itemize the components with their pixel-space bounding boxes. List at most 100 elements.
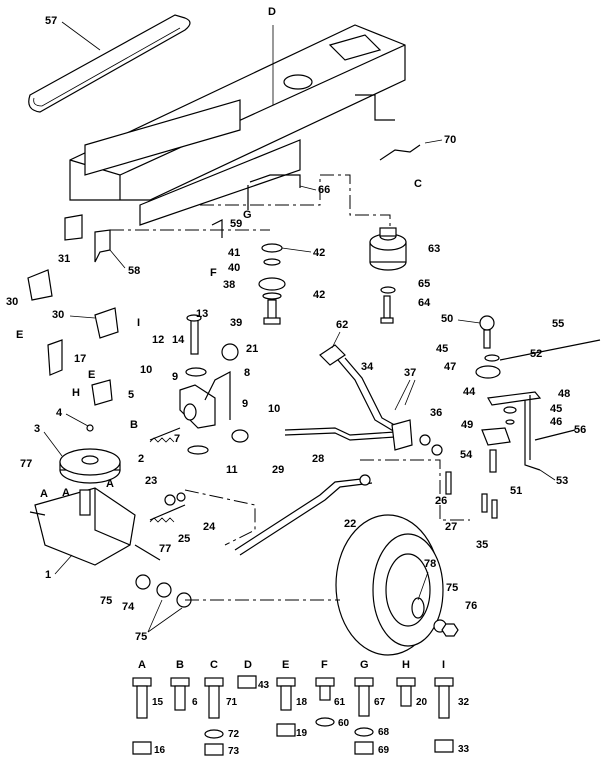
hw-num-6: 6 <box>192 697 198 708</box>
callout-47: 47 <box>444 361 456 373</box>
callout-28: 28 <box>312 453 324 465</box>
hw-nut-E <box>276 723 296 737</box>
callout-14: 14 <box>172 334 185 346</box>
hw-letter-I: I <box>442 659 445 671</box>
hw-bolt-F <box>315 677 335 687</box>
callout-I: I <box>137 317 140 329</box>
callout-22: 22 <box>344 518 356 530</box>
hw-num-33: 33 <box>458 744 470 755</box>
callout-78: 78 <box>424 558 436 570</box>
hw-num-72: 72 <box>228 729 240 740</box>
callout-38: 38 <box>223 279 235 291</box>
callout-E-5: E <box>88 369 95 381</box>
callout-9b: 9 <box>242 398 248 410</box>
callout-D: D <box>268 6 276 18</box>
callout-35: 35 <box>476 539 488 551</box>
callout-40: 40 <box>228 262 240 274</box>
hw-num-19: 19 <box>296 728 308 739</box>
callout-1: 1 <box>45 569 51 581</box>
callout-A1: A <box>40 488 48 500</box>
callout-62: 62 <box>336 319 348 331</box>
callout-10a: 10 <box>140 364 152 376</box>
hw-num-61: 61 <box>334 697 346 708</box>
linkage-rods <box>211 25 421 238</box>
callout-53: 53 <box>556 475 568 487</box>
callout-76: 76 <box>465 600 477 612</box>
callout-4: 4 <box>56 407 63 419</box>
spindle-stack <box>258 243 286 325</box>
hw-num-60: 60 <box>338 718 350 729</box>
hw-letter-E: E <box>282 659 289 671</box>
hw-letter-H: H <box>402 659 410 671</box>
hw-num-20: 20 <box>416 697 428 708</box>
callout-25: 25 <box>178 533 190 545</box>
pulley-63 <box>369 227 407 271</box>
brake-linkage <box>149 314 249 455</box>
hw-bolt-I <box>434 677 454 687</box>
callout-31: 31 <box>58 253 70 265</box>
callout-77b: 77 <box>159 543 171 555</box>
right-linkage <box>445 315 601 519</box>
callout-27: 27 <box>445 521 457 533</box>
callout-52: 52 <box>530 348 542 360</box>
callout-41: 41 <box>228 247 240 259</box>
callout-B: B <box>130 419 138 431</box>
hw-num-32: 32 <box>458 697 470 708</box>
callout-45a: 45 <box>436 343 448 355</box>
bolt-65-64 <box>380 286 396 324</box>
callout-42b: 42 <box>313 289 325 301</box>
brackets <box>27 214 119 406</box>
callout-56: 56 <box>574 424 586 436</box>
hw-num-69: 69 <box>378 745 390 756</box>
hw-letter-A: A <box>138 659 146 671</box>
callout-74: 74 <box>122 601 135 613</box>
callout-G: G <box>243 209 252 221</box>
callout-54: 54 <box>460 449 473 461</box>
hw-bolt-E <box>276 677 296 687</box>
callout-2: 2 <box>138 453 144 465</box>
hw-letter-B: B <box>176 659 184 671</box>
callout-8: 8 <box>244 367 250 379</box>
hw-nut-C <box>204 743 224 756</box>
callout-42a: 42 <box>313 247 325 259</box>
callout-37: 37 <box>404 367 416 379</box>
callout-45b: 45 <box>550 403 562 415</box>
callout-66: 66 <box>318 184 330 196</box>
hw-num-16: 16 <box>154 745 166 756</box>
callout-39: 39 <box>230 317 242 329</box>
callout-A2: A <box>62 487 70 499</box>
hw-num-15: 15 <box>152 697 164 708</box>
callout-12: 12 <box>152 334 164 346</box>
hw-num-18: 18 <box>296 697 308 708</box>
callout-F: F <box>210 267 217 279</box>
hw-nut-G <box>354 741 374 755</box>
callout-75b: 75 <box>135 631 147 643</box>
callout-3: 3 <box>34 423 40 435</box>
callout-30a: 30 <box>6 296 18 308</box>
hw-bolt-B <box>170 677 190 687</box>
hw-bolt-A <box>132 677 152 687</box>
callout-13: 13 <box>196 308 208 320</box>
callout-H: H <box>72 387 80 399</box>
callout-C: C <box>414 178 422 190</box>
callout-58: 58 <box>128 265 140 277</box>
callout-44: 44 <box>463 386 476 398</box>
callout-51: 51 <box>510 485 522 497</box>
callout-46: 46 <box>550 416 562 428</box>
hw-letter-F: F <box>321 659 328 671</box>
hw-washer-C <box>204 729 224 739</box>
frame-assembly <box>69 24 406 235</box>
rod-22 <box>234 474 373 556</box>
callout-64: 64 <box>418 297 431 309</box>
callout-9a: 9 <box>172 371 178 383</box>
callout-57: 57 <box>45 15 57 27</box>
callout-29: 29 <box>272 464 284 476</box>
callout-36: 36 <box>430 407 442 419</box>
callout-63: 63 <box>428 243 440 255</box>
callout-55: 55 <box>552 318 564 330</box>
callout-30b: 30 <box>52 309 64 321</box>
hw-nut-I <box>434 739 454 753</box>
hw-bolt-H <box>396 677 416 687</box>
callout-7: 7 <box>174 433 180 445</box>
